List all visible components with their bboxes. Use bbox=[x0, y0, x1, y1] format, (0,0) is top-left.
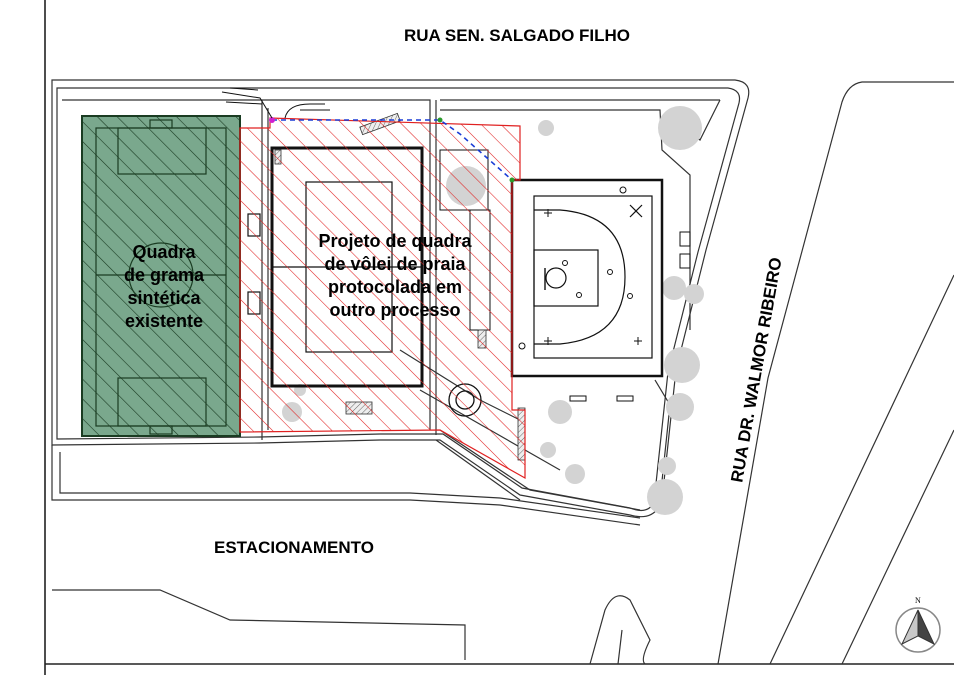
sheet-frame bbox=[44, 0, 954, 675]
north-arrow-letter: N bbox=[915, 596, 921, 605]
volleyball-project-label-line: protocolada em bbox=[327, 277, 463, 297]
right-parcels bbox=[589, 81, 954, 665]
grass-court-label-line: de grama bbox=[123, 265, 205, 285]
route-line bbox=[221, 87, 515, 183]
grass-court-label-line: Quadra bbox=[132, 242, 196, 262]
volleyball-project-label-line: outro processo bbox=[329, 300, 461, 320]
street-label-top: RUA SEN. SALGADO FILHO bbox=[403, 26, 631, 45]
volleyball-project-label-line: Projeto de quadra bbox=[318, 231, 472, 251]
volleyball-project-label: Projeto de quadra de vôlei de praia prot… bbox=[290, 230, 500, 322]
parking-label: ESTACIONAMENTO bbox=[214, 538, 374, 557]
trees bbox=[282, 106, 704, 515]
grass-field bbox=[81, 115, 241, 437]
grass-court-label-line: sintética bbox=[127, 288, 201, 308]
grass-court-label: Quadra de grama sintética existente bbox=[94, 241, 234, 333]
volleyball-project-label-line: de vôlei de praia bbox=[324, 254, 466, 274]
grass-court-label-line: existente bbox=[124, 311, 204, 331]
north-arrow-icon bbox=[895, 607, 941, 653]
